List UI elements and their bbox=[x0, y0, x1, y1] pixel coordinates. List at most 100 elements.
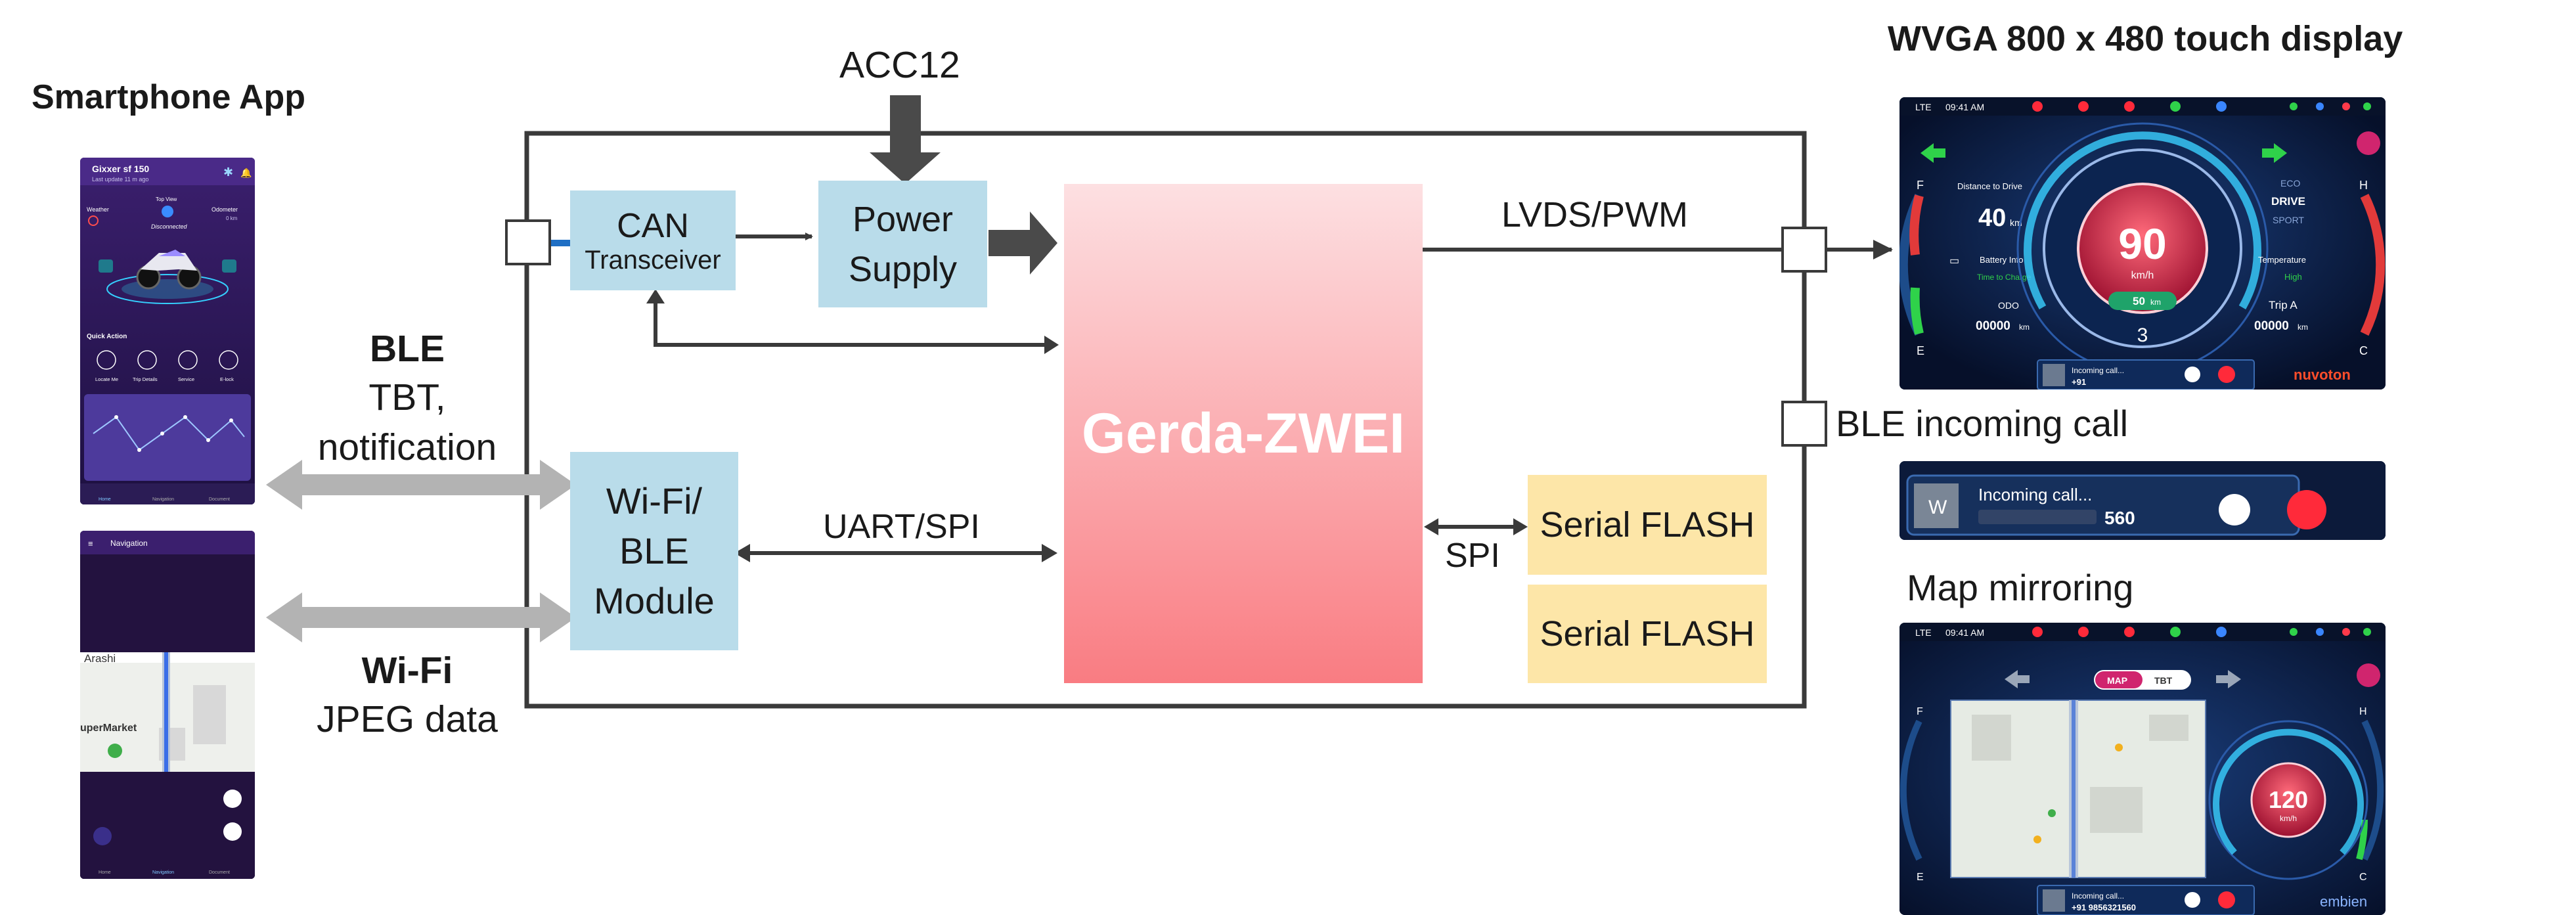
fuel-e-2: E bbox=[1917, 872, 1924, 883]
fuel-e: E bbox=[1917, 344, 1924, 357]
temp-c-2: C bbox=[2359, 872, 2367, 883]
fuel-f: F bbox=[1917, 179, 1924, 192]
smartphone-screen-navigation: ≡ Navigation Arashi uperMarket Home Navi… bbox=[80, 531, 255, 879]
volume-icon bbox=[2219, 494, 2250, 525]
ble-title: BLE bbox=[370, 328, 445, 370]
call-strip-label: Incoming call... bbox=[1978, 485, 2092, 504]
dash1-volume-icon bbox=[2185, 367, 2200, 382]
trip-unit: km bbox=[2298, 323, 2308, 332]
quick-action-title: Quick Action bbox=[87, 333, 127, 340]
tab-tbt[interactable]: TBT bbox=[2154, 675, 2173, 686]
display-port bbox=[1781, 227, 1827, 273]
nav2-navigation[interactable]: Navigation bbox=[152, 870, 174, 875]
left-turn-icon bbox=[1921, 143, 1945, 163]
odometer-label: Odometer bbox=[211, 206, 238, 213]
odo-value: 00000 bbox=[1976, 319, 2010, 333]
nav2-document[interactable]: Document bbox=[209, 870, 230, 875]
speed-value: 90 bbox=[2118, 219, 2166, 268]
dash1-hangup-icon bbox=[2218, 366, 2235, 383]
module-line2: BLE bbox=[619, 530, 689, 571]
fuel-f-2: F bbox=[1917, 706, 1923, 717]
nav-navigation[interactable]: Navigation bbox=[152, 497, 174, 502]
recenter-icon bbox=[223, 822, 242, 841]
mode-sport: SPORT bbox=[2273, 215, 2304, 225]
dashboard-graphic: LTE 09:41 AM E F H C Distance to Drive 4… bbox=[1899, 97, 2386, 390]
action-locate[interactable]: Locate Me bbox=[95, 376, 118, 382]
ble-line2: notification bbox=[317, 426, 497, 468]
motorcycle-icon bbox=[136, 250, 202, 290]
serial-flash-1-label: Serial FLASH bbox=[1540, 505, 1755, 545]
speed-limit-value: 50 bbox=[2133, 295, 2145, 307]
uart-spi-label: UART/SPI bbox=[823, 508, 980, 546]
lte-indicator: LTE bbox=[1915, 102, 1932, 112]
serial-flash-block-1: Serial FLASH bbox=[1528, 475, 1767, 575]
charge-label: Time to Charge bbox=[1977, 273, 2032, 282]
tab-map[interactable]: MAP bbox=[2107, 675, 2127, 686]
action-trip[interactable]: Trip Details bbox=[133, 376, 158, 382]
hangup-icon bbox=[2287, 490, 2326, 529]
lte-indicator-2: LTE bbox=[1915, 627, 1932, 638]
serial-flash-block-2: Serial FLASH bbox=[1528, 585, 1767, 683]
home-screen-graphic: Gixxer sf 150 Last update 11 m ago ✱ 🔔 W… bbox=[80, 158, 255, 504]
speed-unit-2: km/h bbox=[2280, 814, 2297, 823]
call-strip-number: 560 bbox=[2104, 508, 2135, 528]
mode-eco: ECO bbox=[2280, 178, 2300, 189]
nav-screen-title: Navigation bbox=[110, 539, 148, 548]
nav2-home[interactable]: Home bbox=[99, 870, 111, 875]
home-icon bbox=[2357, 131, 2380, 155]
odometer-value: 0 km bbox=[226, 215, 238, 221]
mode-drive: DRIVE bbox=[2271, 195, 2305, 208]
map-dashboard-graphic: LTE 09:41 AM MAP TBT F E H bbox=[1899, 623, 2386, 915]
place-label-supermarket: uperMarket bbox=[80, 723, 137, 734]
action-elock[interactable]: E-lock bbox=[220, 376, 234, 382]
dash1-call-number: +91 bbox=[2072, 377, 2086, 387]
compass-icon bbox=[223, 790, 242, 808]
action-service[interactable]: Service bbox=[178, 376, 194, 382]
temperature-value: High bbox=[2284, 272, 2302, 282]
module-line1: Wi-Fi/ bbox=[606, 480, 703, 522]
clock-text-2: 09:41 AM bbox=[1945, 627, 1984, 638]
module-line3: Module bbox=[594, 580, 715, 621]
wifi-line1: JPEG data bbox=[317, 698, 498, 740]
nav-document[interactable]: Document bbox=[209, 497, 230, 502]
ble-incoming-call-label: BLE incoming call bbox=[1836, 403, 2129, 444]
telltale-icons bbox=[2032, 101, 2371, 112]
acc12-label: ACC12 bbox=[839, 44, 960, 86]
power-to-soc-arrow bbox=[988, 212, 1057, 275]
acc12-arrow bbox=[870, 95, 941, 184]
soc-label: Gerda-ZWEI bbox=[1081, 401, 1406, 465]
smartphone-screen-home: Gixxer sf 150 Last update 11 m ago ✱ 🔔 W… bbox=[80, 158, 255, 504]
wifi-ble-module-block: Wi-Fi/ BLE Module bbox=[570, 452, 738, 650]
dash2-volume-icon bbox=[2185, 892, 2200, 908]
bluetooth-icon[interactable]: ✱ bbox=[223, 166, 233, 179]
dashboard-speedometer: LTE 09:41 AM E F H C Distance to Drive 4… bbox=[1899, 97, 2386, 390]
temp-c: C bbox=[2359, 344, 2368, 357]
gear-value: 3 bbox=[2137, 324, 2148, 346]
place-label-arashi: Arashi bbox=[84, 652, 116, 665]
can-label: CAN bbox=[617, 206, 689, 245]
wifi-link-arrow bbox=[266, 592, 576, 642]
temp-h-2: H bbox=[2359, 706, 2367, 717]
bell-icon[interactable]: 🔔 bbox=[240, 167, 252, 179]
clock-text: 09:41 AM bbox=[1945, 102, 1984, 112]
supply-label: Supply bbox=[848, 249, 958, 289]
wifi-title: Wi-Fi bbox=[361, 650, 453, 692]
nav-home[interactable]: Home bbox=[99, 497, 111, 502]
last-update-text: Last update 11 m ago bbox=[92, 176, 148, 183]
power-label: Power bbox=[852, 199, 954, 239]
speed-limit-unit: km bbox=[2150, 298, 2161, 307]
dash2-call-number: +91 9856321560 bbox=[2072, 903, 2136, 912]
soc-can-link bbox=[654, 297, 1050, 347]
call-strip-graphic: W Incoming call... 560 bbox=[1899, 461, 2386, 540]
navigation-screen-graphic: ≡ Navigation Arashi uperMarket Home Navi… bbox=[80, 531, 255, 879]
contact-avatar: W bbox=[1928, 497, 1947, 518]
display-title: WVGA 800 x 480 touch display bbox=[1888, 19, 2403, 58]
soc-block: Gerda-ZWEI bbox=[1064, 184, 1423, 683]
trip-label: Trip A bbox=[2269, 299, 2298, 311]
battery-label: Battery Info bbox=[1980, 255, 2023, 265]
top-view-label: Top View bbox=[156, 196, 177, 202]
odo-label: ODO bbox=[1998, 300, 2019, 311]
right-turn-icon bbox=[2262, 143, 2287, 163]
app-header-title: Gixxer sf 150 bbox=[92, 164, 149, 174]
